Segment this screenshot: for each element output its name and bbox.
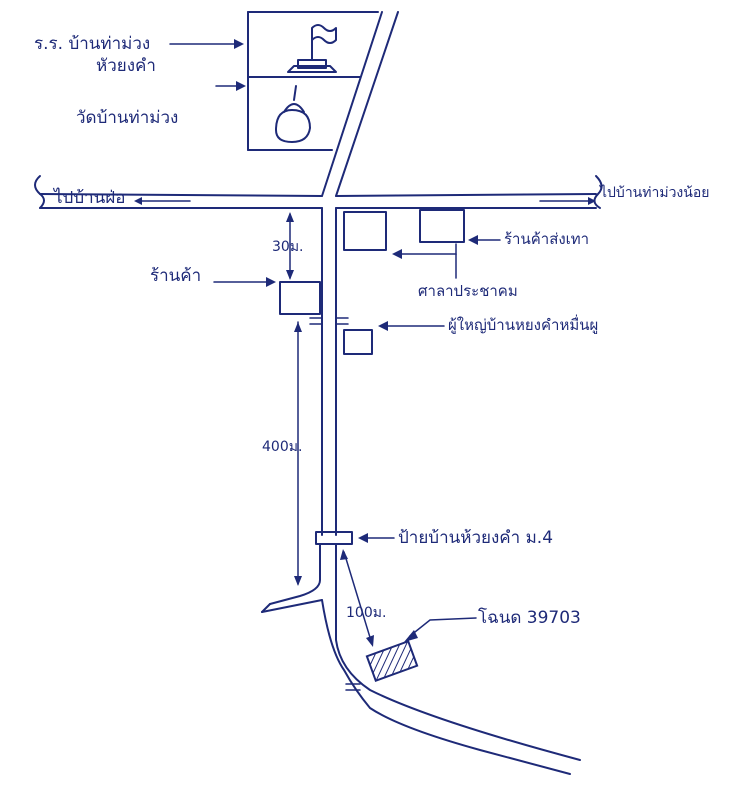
dimension-30m <box>286 212 294 280</box>
label-shop-left: ร้านค้า <box>150 266 202 286</box>
road-north-diagonal <box>321 11 399 197</box>
road-end-squiggle-right <box>593 175 603 209</box>
dimension-400m <box>294 321 302 586</box>
pointer-deed <box>404 617 477 642</box>
pointer-pavilion <box>392 243 457 279</box>
arrow-right-icon <box>539 197 596 205</box>
stupa-icon <box>275 85 311 143</box>
label-dist-100: 100ม. <box>346 605 387 621</box>
village-sign <box>315 531 353 545</box>
road-east-west <box>39 193 597 209</box>
pointer-shop-right <box>468 235 501 245</box>
label-school-line2: หัวยงคำ <box>96 56 156 76</box>
pointer-school <box>169 39 244 49</box>
label-to-right: ไปบ้านท่าม่วงน้อย <box>600 185 710 201</box>
pointer-village-head <box>378 321 445 331</box>
label-dist-30: 30ม. <box>272 239 304 255</box>
label-pavilion: ศาลาประชาคม <box>418 282 518 300</box>
label-village-head: ผู้ใหญ่บ้านหยงคำหมื่นผู <box>448 316 599 334</box>
arrow-left-icon <box>134 197 191 205</box>
pointer-village-sign <box>358 533 395 543</box>
pointer-temple <box>215 81 246 91</box>
label-temple: วัดบ้านท่าม่วง <box>76 108 179 128</box>
shop-left-building <box>279 281 321 315</box>
building-right-1 <box>343 211 387 251</box>
road-ticks <box>309 317 361 691</box>
deed-land-plot <box>365 639 419 683</box>
label-village-sign: ป้ายบ้านห้วยงคำ ม.4 <box>398 528 554 548</box>
flag-icon <box>287 24 337 73</box>
label-to-left: ไปบ้านฝ่อ <box>54 188 126 208</box>
village-head-house <box>343 329 373 355</box>
pointer-shop-left <box>213 277 276 287</box>
road-end-squiggle-left <box>34 175 45 209</box>
road-south <box>261 207 581 775</box>
building-right-2 <box>419 209 465 243</box>
school-compound <box>247 11 379 151</box>
label-dist-400: 400ม. <box>262 439 303 455</box>
label-school-line1: ร.ร. บ้านท่าม่วง <box>34 34 151 54</box>
label-shop-right: ร้านค้าส่งเทา <box>504 230 590 248</box>
dimension-100m <box>340 549 374 647</box>
label-deed: โฉนด 39703 <box>478 608 581 628</box>
